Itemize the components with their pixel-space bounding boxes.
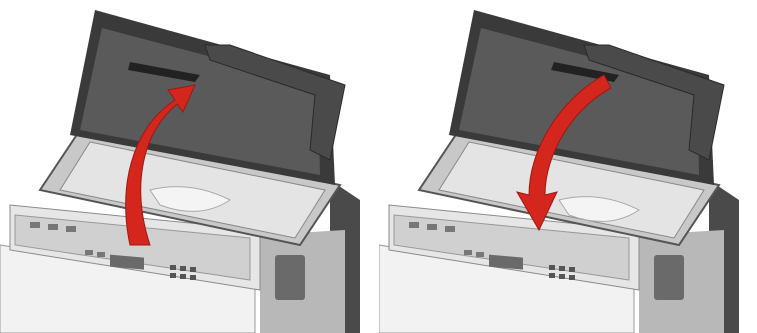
side-handle [275, 255, 305, 300]
side-handle [654, 255, 684, 300]
printer-close-lid-drawing [379, 0, 757, 333]
illustration-close-lid [379, 0, 757, 333]
printer-open-lid-drawing [0, 0, 378, 333]
illustration-open-lid [0, 0, 378, 333]
